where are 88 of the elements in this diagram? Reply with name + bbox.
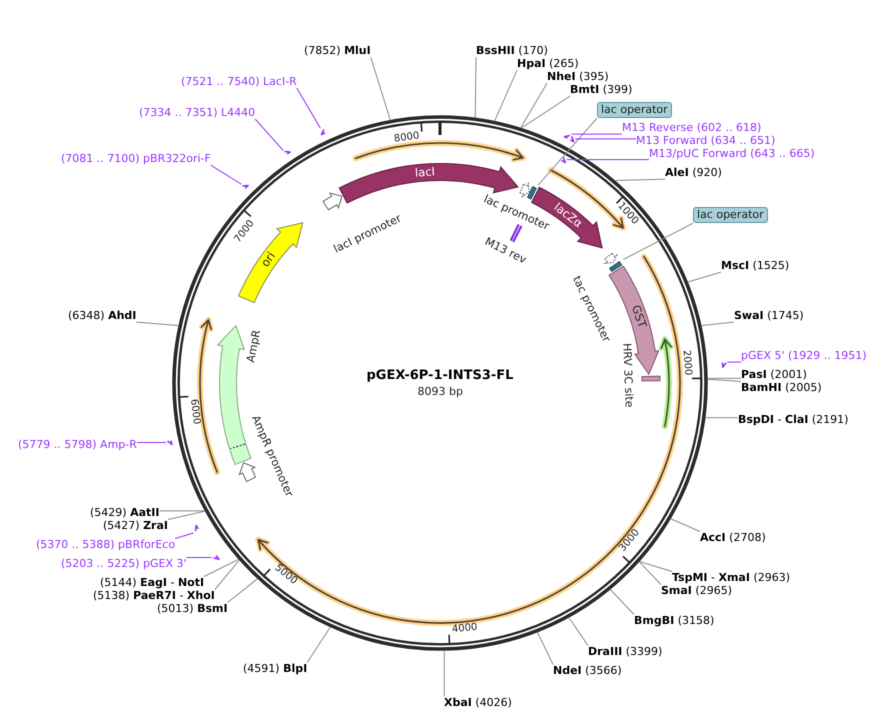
primer-label: (7081 .. 7100) pBR322ori-F [61, 152, 211, 166]
restriction-site-label: (5013) BsmI [157, 602, 228, 616]
leader-line [610, 589, 634, 615]
leader-line [444, 650, 445, 697]
restriction-site-label: (7852) MluI [304, 44, 371, 58]
leader-line [670, 518, 700, 532]
primer-label: (5779 .. 5798) Amp-R [18, 438, 137, 452]
leader-line [474, 56, 476, 118]
primer-label: pGEX 5' (1929 .. 1951) [741, 350, 867, 362]
leader-line [639, 561, 662, 585]
leader-line [296, 88, 321, 129]
primer-label: M13 Reverse (602 .. 618) [622, 122, 762, 134]
leader-line [574, 138, 636, 140]
leader-line [521, 96, 570, 128]
restriction-site-label: BamHI (2005) [741, 382, 822, 394]
scale-label: 2000 [680, 350, 694, 376]
restriction-site-label: BmtI (399) [570, 84, 632, 96]
leader-line [494, 70, 518, 122]
restriction-site-label: PasI (2001) [741, 368, 807, 382]
plasmid-name: pGEX-6P-1-INTS3-FL [366, 368, 514, 384]
leader-line [707, 378, 742, 382]
restriction-site-label: (5144) EagI - NotI [100, 576, 204, 590]
restriction-site-label: (5429) AatII [90, 506, 160, 520]
leader-line [168, 510, 206, 520]
gene-name: ori [259, 250, 279, 270]
leader-line [705, 417, 738, 418]
leader-line [537, 118, 598, 186]
leader-line [158, 510, 205, 512]
restriction-site-label: AleI (920) [665, 166, 722, 180]
leader-line [254, 118, 284, 151]
feature-label: HRV 3C site [620, 343, 635, 408]
leader-line [306, 626, 331, 663]
leader-line [639, 561, 672, 572]
leader-line [622, 222, 694, 260]
restriction-site-label: BssHII (170) [476, 44, 548, 58]
restriction-site-label: SmaI (2965) [661, 584, 732, 598]
leader-line [520, 82, 548, 128]
plasmid-size: 8093 bp [418, 386, 463, 398]
gene-name: GST [628, 304, 648, 330]
primer-label: (5370 .. 5388) pBRforEco [36, 538, 176, 552]
primer-label: (7334 .. 7351) L4440 [139, 106, 256, 120]
leader-line [136, 322, 179, 326]
restriction-site-label: NdeI (3566) [553, 664, 622, 678]
restriction-site-label: (5427) ZraI [103, 520, 168, 532]
leader-line [210, 164, 242, 185]
leader-line [174, 532, 194, 539]
feature-label: AmpR [245, 329, 264, 364]
leader-line [186, 557, 212, 558]
primer-label: (7521 .. 7540) LacI-R [181, 76, 297, 88]
primer-label: M13/pUC Forward (643 .. 665) [649, 148, 815, 160]
operator-tag: lac operator [597, 102, 672, 118]
leader-line [570, 134, 622, 135]
restriction-site-label: TspMI - XmaI (2963) [672, 572, 790, 584]
restriction-site-label: NheI (395) [547, 70, 609, 84]
restriction-site-label: (6348) AhdI [68, 310, 136, 322]
gene-name: lacI [414, 165, 436, 180]
restriction-site-label: (4591) BlpI [243, 662, 308, 676]
restriction-site-label: (5138) PaeR7I - XhoI [93, 590, 215, 602]
restriction-site-label: BmgBI (3158) [634, 614, 714, 628]
scale-label: 6000 [188, 398, 202, 425]
operator-tag: lac operator [693, 206, 768, 224]
restriction-site-label: BspDI - ClaI (2191) [738, 414, 848, 426]
leader-line [204, 558, 239, 577]
leader-line [566, 159, 650, 160]
scale-label: 8000 [394, 130, 420, 146]
leader-line [615, 178, 666, 181]
leader-line [214, 560, 240, 590]
leader-line [568, 617, 588, 646]
restriction-site-label: HpaI (265) [517, 58, 579, 70]
restriction-site-label: MscI (1525) [721, 260, 790, 272]
operator-site-icon [526, 185, 538, 201]
leader-line [688, 272, 722, 282]
feature-label: M13 rev [482, 236, 528, 267]
leader-line [707, 378, 742, 379]
leader-line [701, 322, 734, 326]
restriction-site-label: XbaI (4026) [444, 696, 512, 710]
leader-line [726, 362, 742, 363]
restriction-site-label: DraIII (3399) [588, 646, 662, 658]
primer-label: (5203 .. 5225) pGEX 3' [61, 558, 187, 570]
leader-line [227, 578, 258, 603]
leader-line [537, 632, 554, 665]
operator-site-icon [608, 260, 624, 273]
restriction-site-label: AccI (2708) [700, 532, 766, 544]
leader-line [370, 56, 391, 120]
primer-label: M13 Forward (634 .. 651) [636, 134, 776, 148]
restriction-site-label: SwaI (1745) [734, 310, 804, 322]
leader-line [136, 442, 167, 444]
scale-label: 4000 [451, 622, 478, 636]
